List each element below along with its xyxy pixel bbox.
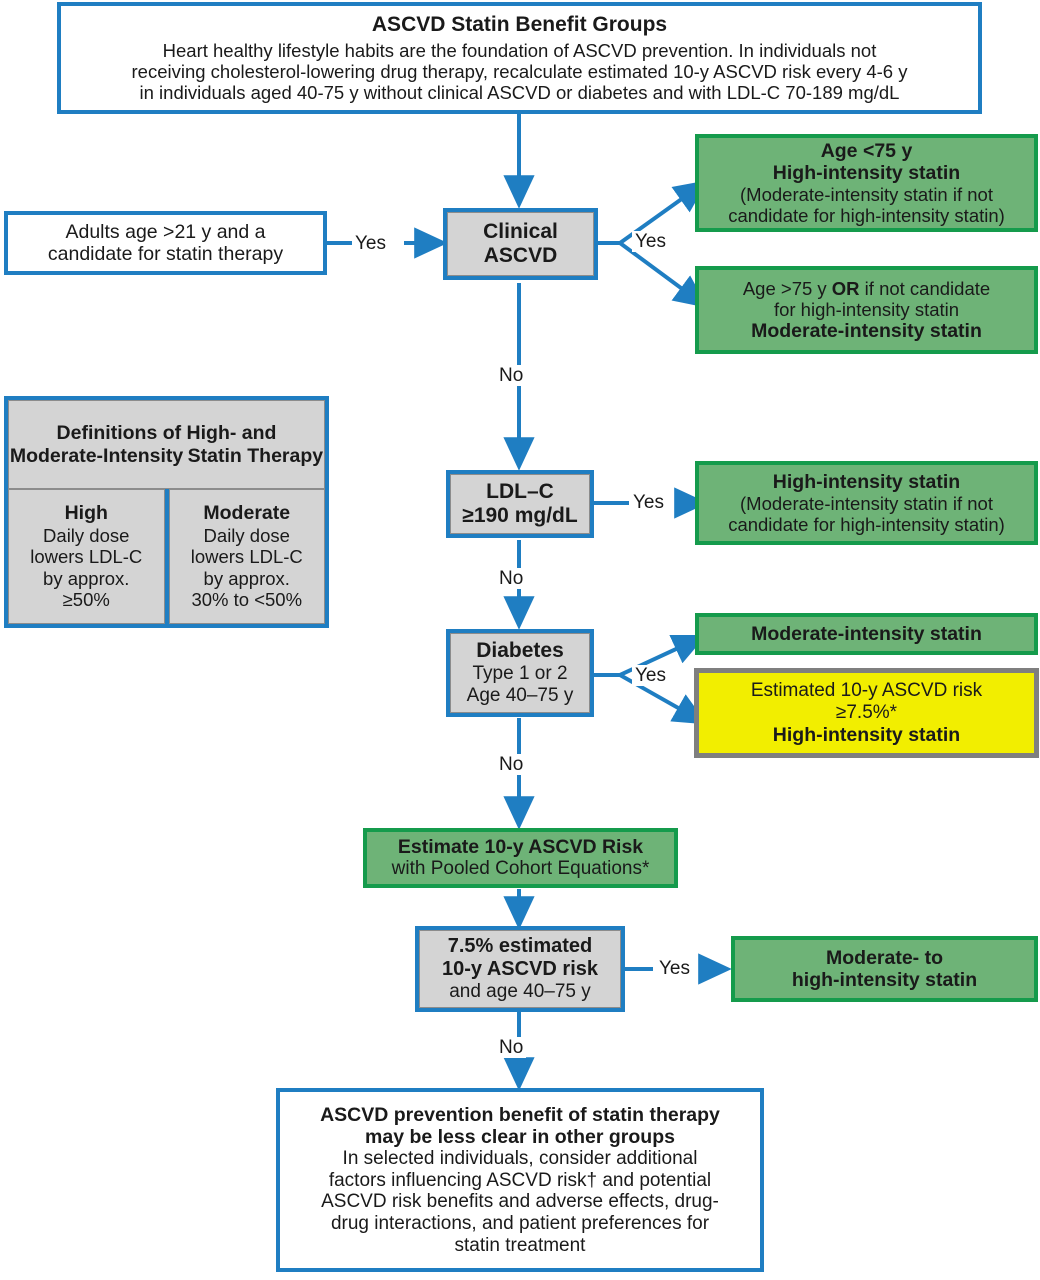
ldl-outcome-line-1: High-intensity statin [772, 470, 961, 493]
decision-ldl-c: LDL–C ≥190 mg/dL [446, 470, 594, 538]
edge-label-no-risk: No [496, 1037, 527, 1058]
definitions-high-line-2: lowers LDL-C [30, 546, 143, 568]
footer-line-2: may be less clear in other groups [365, 1125, 675, 1148]
risk-threshold-line-2: 10-y ASCVD risk [442, 958, 598, 981]
definitions-panel: Definitions of High- and Moderate-Intens… [4, 396, 329, 628]
footer-line-1: ASCVD prevention benefit of statin thera… [320, 1103, 720, 1126]
definitions-high-line-1: Daily dose [43, 524, 130, 546]
estimate-risk-line-2: with Pooled Cohort Equations* [391, 858, 650, 880]
diabetes-line-2: Age 40–75 y [466, 684, 574, 706]
definitions-column-high: High Daily dose lowers LDL-C by approx. … [8, 489, 165, 624]
definitions-column-moderate: Moderate Daily dose lowers LDL-C by appr… [164, 489, 326, 624]
footer-line-5: ASCVD risk benefits and adverse effects,… [321, 1191, 719, 1213]
edge-label-yes-risk: Yes [656, 958, 693, 979]
edge-label-yes-diabetes: Yes [632, 665, 669, 686]
header-box: ASCVD Statin Benefit Groups Heart health… [57, 2, 982, 114]
ldl-outcome-line-3: candidate for high-intensity statin) [728, 514, 1005, 536]
definitions-heading-line-2: Moderate-Intensity [9, 444, 184, 467]
outcome-diabetes-high-risk: Estimated 10-y ASCVD risk ≥7.5%* High-in… [694, 668, 1039, 758]
decision-risk-threshold: 7.5% estimated 10-y ASCVD risk and age 4… [415, 926, 625, 1012]
ldl-outcome-line-2: (Moderate-intensity statin if not [740, 493, 993, 515]
age-over-75-or: OR [831, 277, 860, 299]
edge-label-no-diabetes: No [496, 754, 527, 775]
edge-label-no-ascvd: No [496, 365, 527, 386]
decision-clinical-ascvd: Clinical ASCVD [443, 208, 598, 280]
age-under-75-line-2: High-intensity statin [772, 161, 961, 184]
entry-box-adults: Adults age >21 y and a candidate for sta… [4, 211, 327, 275]
footer-line-6: drug interactions, and patient preferenc… [330, 1213, 710, 1235]
definitions-high-name: High [64, 502, 108, 525]
entry-line-2: candidate for statin therapy [47, 243, 284, 265]
header-line-3: in individuals aged 40-75 y without clin… [139, 82, 900, 103]
decision-diabetes: Diabetes Type 1 or 2 Age 40–75 y [446, 629, 594, 717]
age-over-75-text-a: Age >75 y [742, 277, 832, 299]
diabetes-highrisk-line-2: ≥7.5%* [835, 701, 898, 723]
risk-threshold-line-3: and age 40–75 y [449, 980, 591, 1002]
footer-line-4: factors influencing ASCVD risk† and pote… [328, 1169, 712, 1191]
footer-box-unclear-benefit: ASCVD prevention benefit of statin thera… [276, 1088, 764, 1272]
definitions-heading: Definitions of High- and Moderate-Intens… [8, 400, 325, 489]
definitions-high-line-3: by approx. [43, 567, 130, 589]
footer-line-3: In selected individuals, consider additi… [342, 1148, 698, 1170]
definitions-heading-line-3: Statin Therapy [187, 444, 324, 467]
edge-label-yes-ldl: Yes [630, 492, 667, 513]
diabetes-line-1: Type 1 or 2 [472, 663, 568, 685]
definitions-moderate-line-4: 30% to <50% [191, 589, 303, 611]
ldl-c-label: LDL–C [486, 480, 554, 504]
age-under-75-line-4: candidate for high-intensity statin) [728, 205, 1005, 227]
clinical-ascvd-line-2: ASCVD [483, 244, 558, 267]
definitions-high-line-4: ≥50% [62, 589, 110, 611]
page-title: ASCVD Statin Benefit Groups [371, 12, 668, 36]
estimate-risk-line-1: Estimate 10-y ASCVD Risk [397, 836, 644, 859]
risk-threshold-line-1: 7.5% estimated [447, 935, 593, 958]
edge-label-yes-ascvd: Yes [632, 231, 669, 252]
estimate-risk-box: Estimate 10-y ASCVD Risk with Pooled Coh… [363, 828, 678, 888]
risk-outcome-line-2: high-intensity statin [791, 969, 978, 991]
clinical-ascvd-line-1: Clinical [483, 220, 558, 244]
outcome-risk-moderate-to-high: Moderate- to high-intensity statin [731, 936, 1038, 1002]
diabetes-highrisk-line-3: High-intensity statin [772, 723, 961, 746]
ldl-c-value: ≥190 mg/dL [462, 504, 578, 527]
definitions-moderate-line-1: Daily dose [203, 524, 290, 546]
definitions-moderate-line-3: by approx. [203, 567, 290, 589]
entry-line-1: Adults age >21 y and a [65, 220, 266, 243]
definitions-columns: High Daily dose lowers LDL-C by approx. … [8, 489, 325, 624]
definitions-moderate-name: Moderate [203, 502, 291, 525]
age-over-75-line-2: for high-intensity statin [773, 298, 960, 320]
age-over-75-line-1: Age >75 y OR if not candidate [743, 278, 990, 299]
header-line-1: Heart healthy lifestyle habits are the f… [162, 39, 877, 61]
age-under-75-line-1: Age <75 y [820, 139, 913, 162]
outcome-age-over-75: Age >75 y OR if not candidate for high-i… [695, 266, 1038, 354]
diabetes-title: Diabetes [476, 639, 564, 663]
edge-label-yes-entry: Yes [352, 233, 389, 254]
diabetes-highrisk-line-1: Estimated 10-y ASCVD risk [750, 680, 983, 702]
definitions-heading-line-1: Definitions of High- and [56, 421, 277, 444]
diabetes-moderate-label: Moderate-intensity statin [751, 622, 982, 645]
age-over-75-line-3: Moderate-intensity statin [751, 319, 982, 342]
outcome-diabetes-moderate: Moderate-intensity statin [695, 613, 1038, 655]
definitions-moderate-line-2: lowers LDL-C [190, 546, 303, 568]
risk-outcome-line-1: Moderate- to [826, 946, 943, 969]
outcome-age-under-75: Age <75 y High-intensity statin (Moderat… [695, 134, 1038, 232]
age-under-75-line-3: (Moderate-intensity statin if not [740, 184, 993, 206]
edge-label-no-ldl: No [496, 568, 527, 589]
footer-line-7: statin treatment [454, 1234, 586, 1256]
outcome-ldl-high-intensity: High-intensity statin (Moderate-intensit… [695, 461, 1038, 545]
age-over-75-text-b: if not candidate [859, 277, 991, 299]
header-line-2: receiving cholesterol-lowering drug ther… [131, 60, 908, 82]
